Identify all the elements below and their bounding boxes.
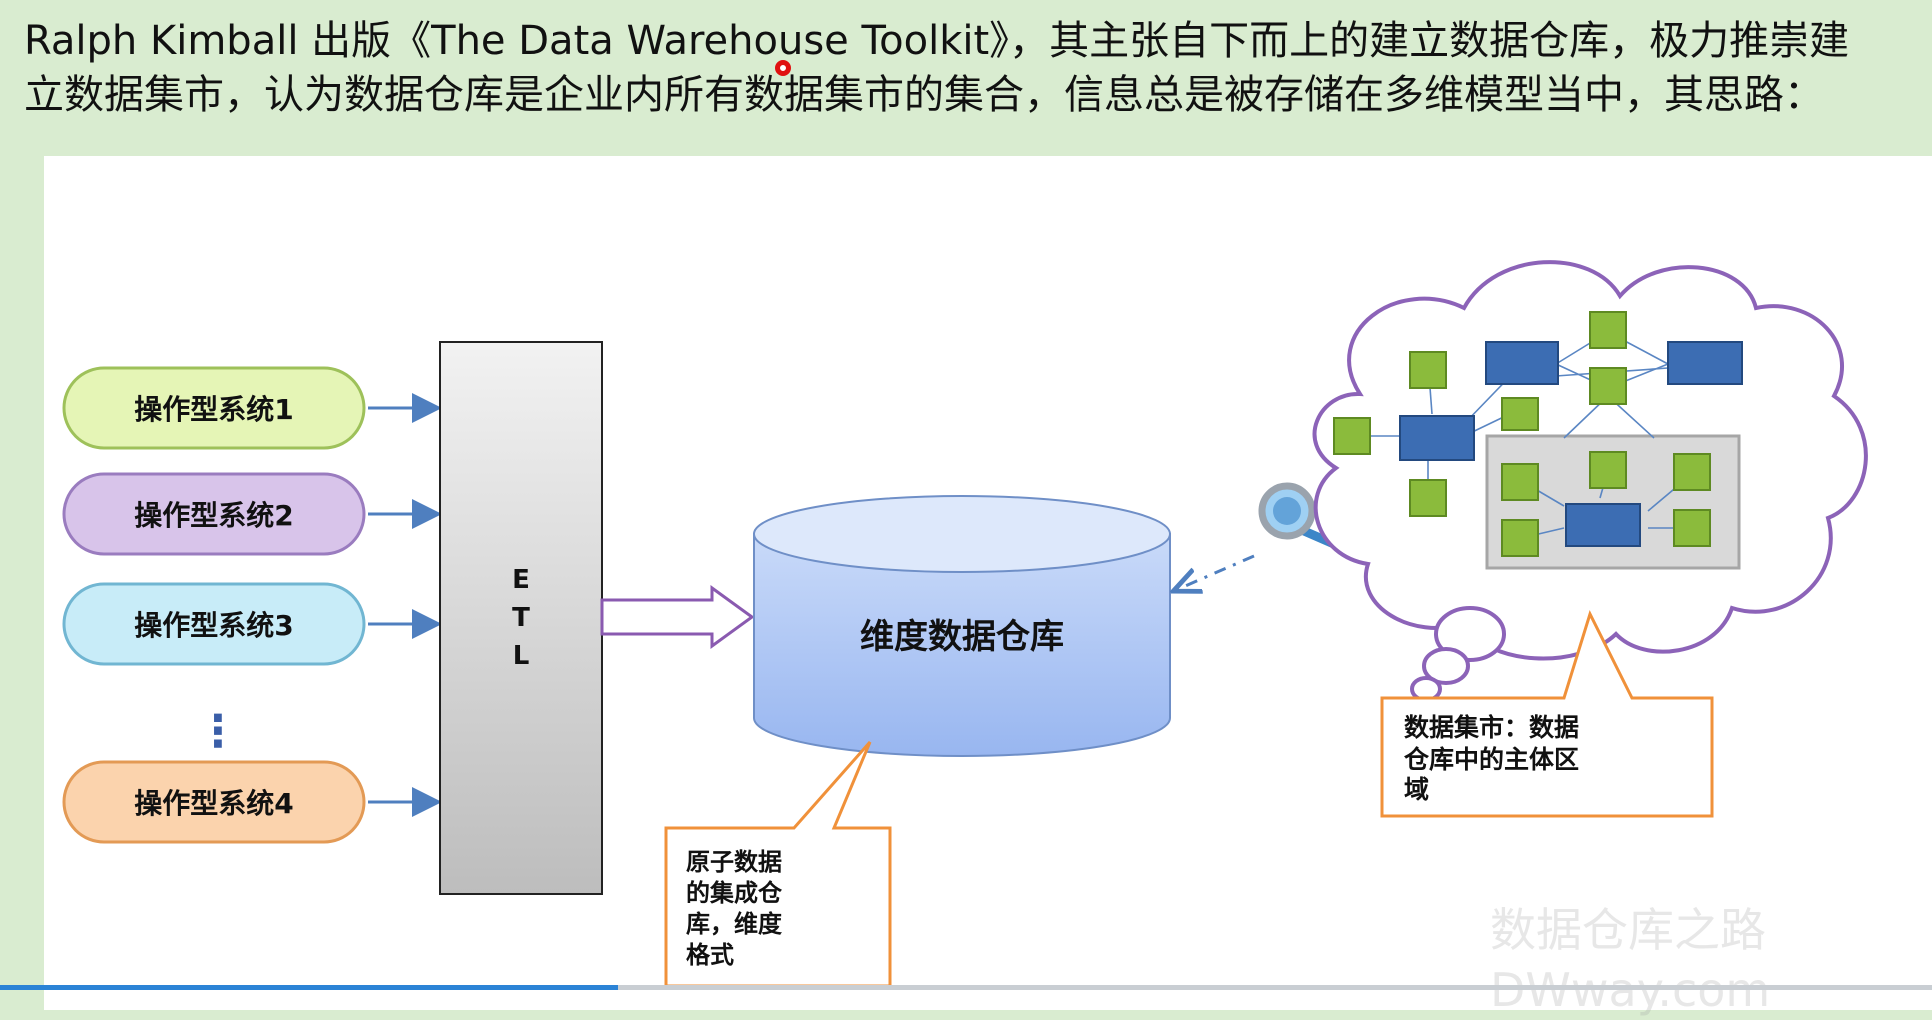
heading-line-2: 立数据集市，认为数据仓库是企业内所有数据集市的集合，信息总是被存储在多维模型当中…: [24, 72, 1824, 118]
callout-mart-line-2: 仓库中的主体区: [1403, 745, 1579, 774]
callout-mart-line-3: 域: [1404, 775, 1429, 804]
source-system-4-label: 操作型系统4: [134, 787, 293, 820]
heading-text: Ralph Kimball 出版《The Data Warehouse Tool…: [24, 14, 1924, 122]
callout-data-mart: [1380, 609, 1714, 818]
source-system-3-pill: [62, 582, 366, 666]
etl-to-warehouse-arrow: [600, 585, 755, 649]
callout-atomic-line-2: 的集成仓: [686, 879, 783, 907]
dimension-warehouse-cylinder: [753, 495, 1171, 757]
callout-mart-line-1: 数据集市：数据: [1404, 713, 1579, 742]
source-system-4-pill: [62, 760, 366, 844]
source-system-1-label: 操作型系统1: [134, 393, 293, 426]
etl-letter-t: T: [512, 603, 530, 633]
mart-network: [1333, 311, 1743, 570]
etl-letter-l: L: [513, 641, 530, 671]
source-system-1-pill: [62, 366, 366, 450]
mart-to-warehouse-dashed-arrow: [1176, 554, 1255, 590]
source-system-2-pill: [62, 472, 366, 556]
etl-box: [439, 341, 603, 895]
etl-letter-e: E: [512, 565, 530, 595]
watermark-line-1: 数据仓库之路: [1490, 903, 1766, 957]
laser-pointer-icon: [775, 60, 791, 76]
source-system-3-label: 操作型系统3: [134, 609, 293, 642]
callout-atomic-line-4: 格式: [686, 941, 734, 969]
ellipsis-dots: ⋮: [196, 706, 240, 757]
video-progress-bar[interactable]: [0, 985, 1932, 990]
video-progress-fill: [0, 985, 619, 990]
watermark-line-2: DWway.com: [1490, 963, 1771, 1017]
heading-line-1: Ralph Kimball 出版《The Data Warehouse Tool…: [24, 18, 1850, 64]
warehouse-label: 维度数据仓库: [860, 617, 1064, 657]
source-system-2-label: 操作型系统2: [134, 499, 293, 532]
watermark-logo: 数据仓库之路 DWway.com: [1490, 900, 1770, 1020]
callout-atomic-line-3: 库，维度: [686, 910, 783, 938]
callout-atomic-line-1: 原子数据: [686, 848, 782, 876]
